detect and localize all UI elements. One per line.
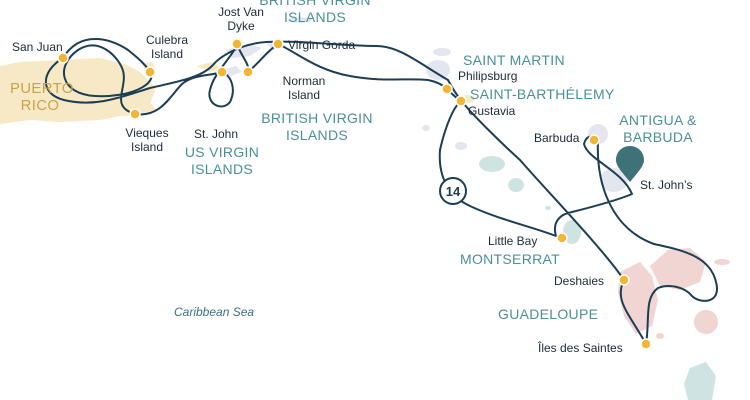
nevis-island — [508, 178, 524, 192]
region-label-saint-barthelemy: SAINT-BARTHÉLEMY — [470, 86, 615, 102]
location-pin-icon — [616, 146, 644, 182]
antigua-island — [600, 168, 628, 192]
marie-galante-island — [694, 310, 718, 334]
port-label-st-johns: St. John’s — [640, 178, 693, 192]
port-label-jost-van-dyke: Jost Van Dyke — [218, 5, 264, 33]
port-marker-barbuda — [588, 134, 600, 146]
redonda-island — [545, 206, 551, 210]
port-label-deshaies: Deshaies — [554, 274, 605, 288]
port-markers — [57, 38, 652, 350]
port-marker-iles-des-saintes — [640, 338, 652, 350]
tortola-island — [226, 44, 262, 58]
la-desirade-island — [714, 259, 730, 265]
region-label-bvi-bottom: BRITISH VIRGIN ISLANDS — [261, 110, 373, 143]
port-marker-little-bay — [556, 232, 568, 244]
region-label-guadeloupe: GUADELOUPE — [498, 306, 599, 322]
st-thomas-island — [196, 62, 222, 72]
port-marker-jost-van-dyke — [231, 38, 243, 50]
saba-island — [422, 125, 430, 131]
port-label-gustavia: Gustavia — [468, 104, 516, 118]
port-marker-st-john — [216, 66, 228, 78]
port-label-vieques: Vieques Island — [125, 126, 169, 154]
port-marker-gustavia — [455, 95, 467, 107]
route-number-badge: 14 — [439, 177, 467, 205]
anegada-island — [288, 17, 312, 23]
cruise-route — [45, 38, 719, 345]
port-label-iles-des-saintes: Îles des Saintes — [538, 341, 623, 355]
region-label-puerto-rico: PUERTO RICO — [10, 80, 74, 114]
region-label-montserrat: MONTSERRAT — [460, 251, 560, 267]
port-marker-philipsburg — [441, 83, 453, 95]
port-label-culebra: Culebra Island — [145, 33, 189, 61]
region-label-bvi-top: BRITISH VIRGIN ISLANDS — [259, 0, 371, 25]
les-saintes-island — [656, 333, 664, 339]
port-marker-culebra — [144, 66, 156, 78]
port-marker-norman-island — [242, 66, 254, 78]
sint-maarten-island — [426, 60, 450, 80]
port-marker-deshaies — [618, 274, 630, 286]
statia-island — [455, 142, 467, 150]
port-marker-san-juan — [57, 52, 69, 64]
port-marker-virgin-gorda — [272, 38, 284, 50]
port-label-philipsburg: Philipsburg — [458, 69, 518, 83]
sea-label: Caribbean Sea — [174, 305, 255, 319]
region-label-saint-martin: SAINT MARTIN — [463, 52, 565, 68]
puerto-rico-island — [0, 58, 156, 124]
port-label-virgin-gorda: Virgin Gorda — [288, 38, 356, 52]
guadeloupe-basse-terre — [618, 262, 658, 334]
guadeloupe-grande-terre — [650, 248, 706, 290]
dominica-island — [684, 362, 716, 400]
anguilla-island — [433, 48, 451, 56]
port-label-norman-island: Norman Island — [282, 74, 326, 102]
port-label-barbuda: Barbuda — [534, 131, 580, 145]
port-label-little-bay: Little Bay — [488, 234, 538, 248]
port-label-san-juan: San Juan — [12, 40, 63, 54]
region-label-usvi: US VIRGIN ISLANDS — [184, 144, 260, 177]
st-kitts-island — [479, 156, 505, 172]
region-label-antigua-barbuda: ANTIGUA & BARBUDA — [619, 112, 697, 145]
port-label-st-john: St. John — [194, 127, 239, 141]
port-marker-vieques — [129, 108, 141, 120]
